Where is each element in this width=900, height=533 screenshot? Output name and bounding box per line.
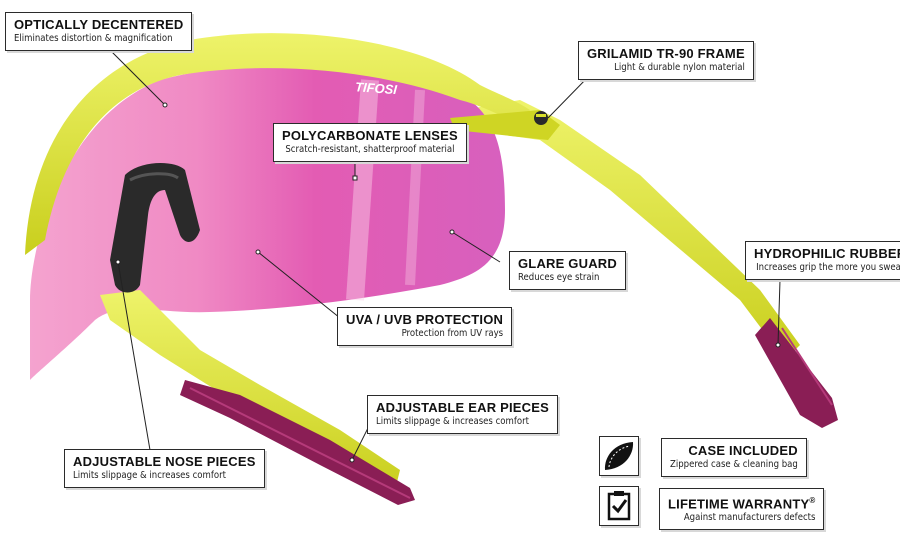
- callout-subtitle: Reduces eye strain: [518, 272, 600, 283]
- hinge: [450, 110, 560, 140]
- case-icon: [604, 442, 634, 470]
- callout-title: LIFETIME WARRANTY®: [668, 493, 815, 511]
- callout-glare-guard: GLARE GUARD Reduces eye strain: [509, 251, 626, 290]
- warranty-title-text: LIFETIME WARRANTY: [668, 496, 810, 512]
- callout-subtitle: Zippered case & cleaning bag: [670, 459, 798, 470]
- nose-piece: [110, 163, 200, 293]
- callout-adjustable-nose-pieces: ADJUSTABLE NOSE PIECES Limits slippage &…: [64, 449, 265, 488]
- callout-subtitle: Scratch-resistant, shatterproof material: [285, 144, 455, 155]
- callout-subtitle: Light & durable nylon material: [614, 62, 745, 73]
- callout-subtitle: Eliminates distortion & magnification: [14, 33, 173, 44]
- callout-title: OPTICALLY DECENTERED: [14, 17, 184, 32]
- callout-title: HYDROPHILIC RUBBER: [754, 246, 900, 261]
- callout-uva-uvb-protection: UVA / UVB PROTECTION Protection from UV …: [337, 307, 513, 346]
- callout-subtitle: Limits slippage & increases comfort: [73, 470, 226, 481]
- callout-subtitle: Increases grip the more you sweat: [756, 262, 900, 273]
- callout-title: ADJUSTABLE NOSE PIECES: [73, 454, 256, 469]
- callout-title: ADJUSTABLE EAR PIECES: [376, 400, 549, 415]
- callout-adjustable-ear-pieces: ADJUSTABLE EAR PIECES Limits slippage & …: [367, 395, 558, 434]
- callout-case-included: CASE INCLUDED Zippered case & cleaning b…: [661, 438, 807, 477]
- callout-title: POLYCARBONATE LENSES: [282, 128, 458, 143]
- callout-title: CASE INCLUDED: [688, 443, 798, 458]
- callout-subtitle: Limits slippage & increases comfort: [376, 416, 529, 427]
- callout-optically-decentered: OPTICALLY DECENTERED Eliminates distorti…: [5, 12, 193, 51]
- callout-grilamid-frame: GRILAMID TR-90 FRAME Light & durable nyl…: [578, 41, 754, 80]
- right-temple-rubber-tip: [755, 318, 838, 428]
- callout-lifetime-warranty: LIFETIME WARRANTY® Against manufacturers…: [659, 488, 825, 531]
- callout-subtitle: Against manufacturers defects: [683, 512, 816, 524]
- registered-mark: ®: [809, 496, 816, 505]
- callout-hydrophilic-rubber: HYDROPHILIC RUBBER Increases grip the mo…: [745, 241, 900, 280]
- tifosi-logo: TIFOSI: [355, 79, 398, 97]
- callout-title: GLARE GUARD: [518, 256, 617, 271]
- callout-title: GRILAMID TR-90 FRAME: [587, 46, 745, 61]
- callout-title: UVA / UVB PROTECTION: [346, 312, 504, 327]
- checklist-icon: [607, 491, 631, 521]
- case-icon-box: [599, 436, 639, 476]
- warranty-icon-box: [599, 486, 639, 526]
- callout-polycarbonate-lenses: POLYCARBONATE LENSES Scratch-resistant, …: [273, 123, 467, 162]
- callout-subtitle: Protection from UV rays: [401, 328, 504, 339]
